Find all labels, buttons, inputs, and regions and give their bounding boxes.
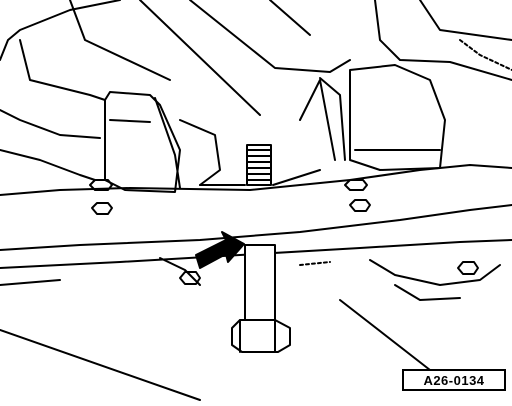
direction-arrow xyxy=(195,231,245,269)
lower-bracket xyxy=(299,259,501,301)
cross-member xyxy=(0,164,512,286)
threaded-stud xyxy=(199,144,321,186)
body-floor-lines xyxy=(0,0,512,181)
left-mount-block xyxy=(104,91,221,193)
right-mount-block xyxy=(299,64,446,171)
mount-bolt-heads xyxy=(89,179,479,285)
lower-diagonal-lines xyxy=(0,299,431,401)
figure-code-label: A26-0134 xyxy=(402,369,506,391)
long-bolt xyxy=(231,244,291,353)
